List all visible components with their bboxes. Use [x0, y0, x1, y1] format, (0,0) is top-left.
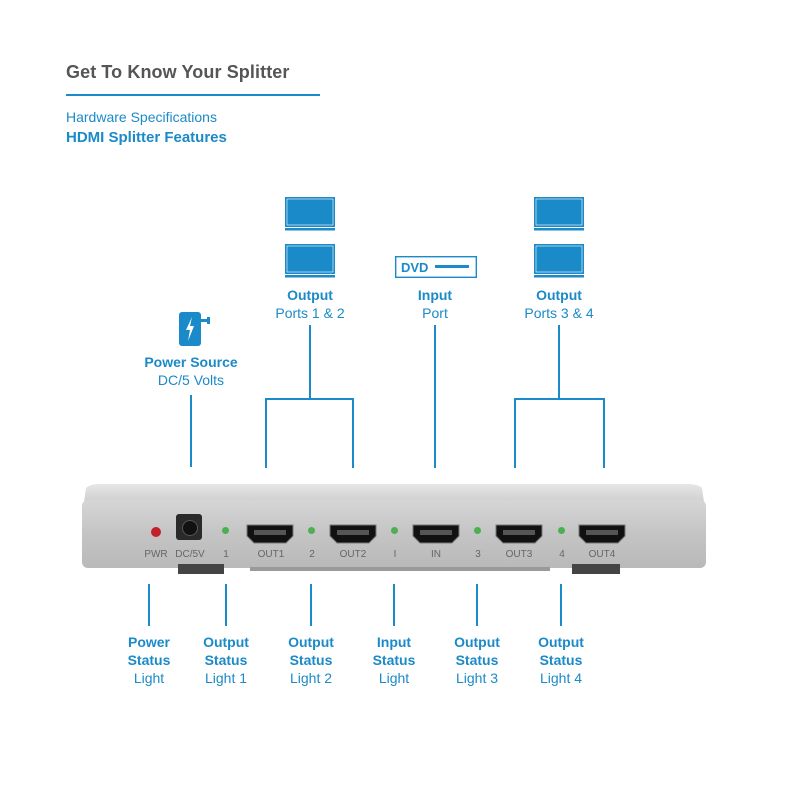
- connector-line: [514, 398, 605, 400]
- device-label-out4: OUT4: [588, 549, 616, 560]
- device-label-in: IN: [431, 549, 441, 560]
- device-label-out3: OUT3: [505, 549, 533, 560]
- input-led: [391, 527, 398, 534]
- hdmi-port-out1: [246, 524, 294, 544]
- device-label-2: 2: [309, 549, 315, 560]
- device-label-1: 1: [223, 549, 229, 560]
- connector-line: [560, 584, 562, 626]
- hdmi-port-out2: [329, 524, 377, 544]
- hdmi-port-out4: [578, 524, 626, 544]
- hdmi-port-out3: [495, 524, 543, 544]
- connector-line: [309, 325, 311, 399]
- connector-line: [190, 395, 192, 467]
- output-1-led: [222, 527, 229, 534]
- connector-line: [265, 398, 354, 400]
- output-3-led: [474, 527, 481, 534]
- connector-line: [265, 398, 267, 468]
- dvd-label: DVD: [401, 260, 428, 275]
- monitor-icon: [285, 244, 335, 278]
- device-label-4: 4: [559, 549, 565, 560]
- device-label-i: I: [393, 549, 397, 560]
- connector-line: [558, 325, 560, 399]
- title-underline: [66, 94, 320, 96]
- monitor-icon: [534, 244, 584, 278]
- connector-line: [476, 584, 478, 626]
- connector-line: [393, 584, 395, 626]
- connector-line: [434, 325, 436, 468]
- connector-line: [603, 398, 605, 468]
- connector-line: [148, 584, 150, 626]
- output-4-led: [558, 527, 565, 534]
- connector-line: [514, 398, 516, 468]
- power-adapter-icon: [179, 312, 210, 346]
- connector-line: [352, 398, 354, 468]
- power-led: [151, 527, 161, 537]
- hdmi-splitter-device: [82, 484, 706, 574]
- connector-line: [225, 584, 227, 626]
- hdmi-port-in: [412, 524, 460, 544]
- subtitle-hardware: Hardware Specifications: [66, 109, 217, 125]
- device-label-dc: DC/5V: [175, 549, 205, 560]
- device-label-out2: OUT2: [339, 549, 367, 560]
- dc-power-jack: [176, 514, 202, 540]
- monitor-icon: [534, 197, 584, 231]
- device-label-out1: OUT1: [257, 549, 285, 560]
- device-label-3: 3: [475, 549, 481, 560]
- monitor-icon: [285, 197, 335, 231]
- device-label-pwr: PWR: [144, 549, 168, 560]
- dvd-player-icon: DVD: [395, 256, 477, 278]
- connector-line: [310, 584, 312, 626]
- output-2-led: [308, 527, 315, 534]
- page-title: Get To Know Your Splitter: [66, 62, 290, 82]
- subtitle-features: HDMI Splitter Features: [66, 129, 227, 146]
